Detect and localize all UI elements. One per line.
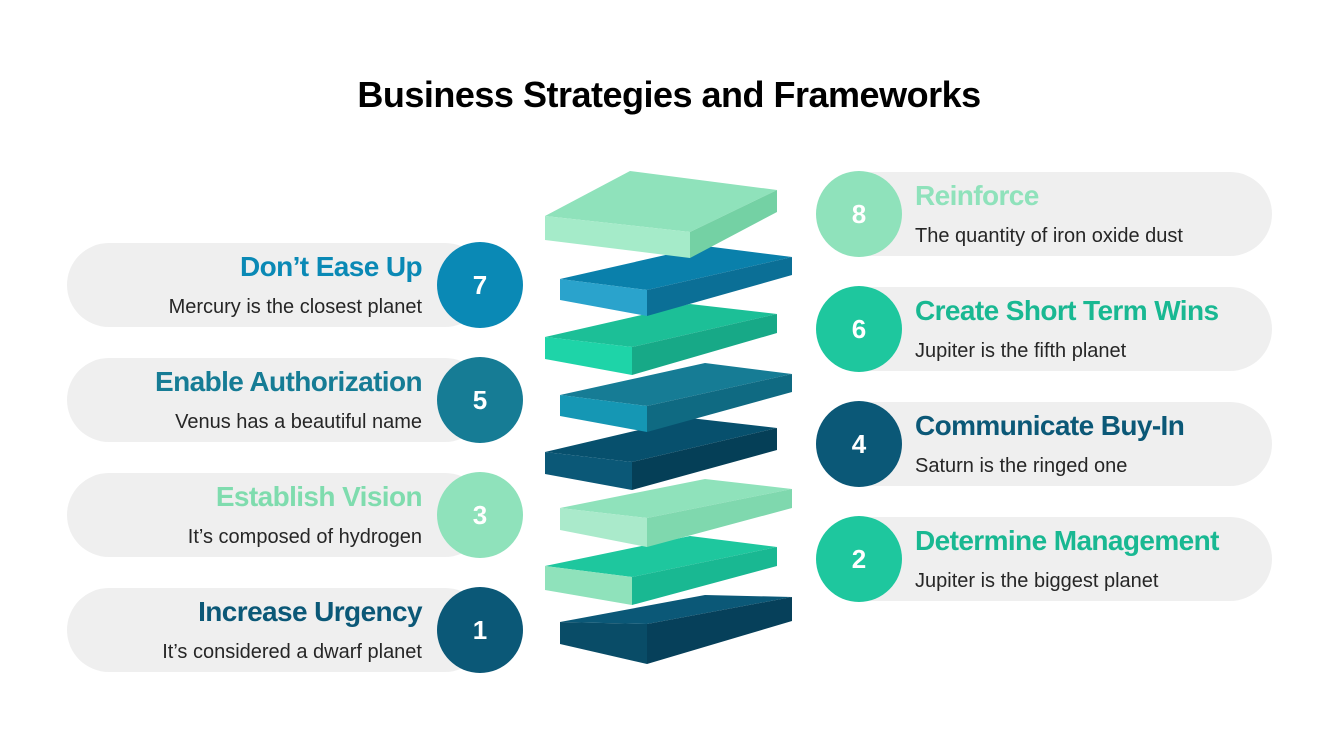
step-7-description: Mercury is the closest planet	[168, 296, 422, 318]
step-3-card: Establish Vision It’s composed of hydrog…	[67, 473, 487, 557]
layer-8-slab	[545, 171, 777, 258]
layer-6-slab	[545, 304, 777, 375]
step-4-heading: Communicate Buy-In	[915, 410, 1185, 441]
step-6-description: Jupiter is the fifth planet	[915, 340, 1127, 362]
layer-2-slab	[545, 536, 777, 605]
step-7-card: Don’t Ease Up Mercury is the closest pla…	[67, 243, 487, 327]
step-7-number-badge: 7	[437, 242, 523, 328]
step-3-number-badge: 3	[437, 472, 523, 558]
step-1-heading: Increase Urgency	[198, 596, 422, 627]
layer-1-slab	[560, 595, 792, 664]
step-1-description: It’s considered a dwarf planet	[162, 641, 422, 663]
step-8-card: Reinforce The quantity of iron oxide dus…	[830, 172, 1272, 256]
step-6-number-badge: 6	[816, 286, 902, 372]
step-3-description: It’s composed of hydrogen	[187, 526, 422, 548]
layer-7-slab	[560, 246, 792, 316]
step-1-card: Increase Urgency It’s considered a dwarf…	[67, 588, 487, 672]
step-4-number-badge: 4	[816, 401, 902, 487]
page-title: Business Strategies and Frameworks	[357, 74, 981, 115]
step-3-heading: Establish Vision	[215, 481, 423, 512]
step-4-description: Saturn is the ringed one	[915, 455, 1128, 477]
step-5-number-badge: 5	[437, 357, 523, 443]
step-8-heading: Reinforce	[915, 180, 1039, 211]
step-8-number-badge: 8	[816, 171, 902, 257]
layer-5-slab	[560, 363, 792, 432]
step-1-number-badge: 1	[437, 587, 523, 673]
step-5-heading: Enable Authorization	[155, 366, 423, 397]
step-2-number-badge: 2	[816, 516, 902, 602]
step-8-description: The quantity of iron oxide dust	[915, 225, 1183, 247]
layer-3-slab	[560, 479, 792, 547]
step-4-card: Communicate Buy-In Saturn is the ringed …	[830, 402, 1272, 486]
step-5-description: Venus has a beautiful name	[175, 411, 422, 433]
step-5-card: Enable Authorization Venus has a beautif…	[67, 358, 487, 442]
step-6-card: Create Short Term Wins Jupiter is the fi…	[830, 287, 1272, 371]
step-2-card: Determine Management Jupiter is the bigg…	[830, 517, 1272, 601]
step-2-heading: Determine Management	[915, 525, 1219, 556]
step-2-description: Jupiter is the biggest planet	[915, 570, 1159, 592]
layer-4-slab	[545, 418, 777, 490]
step-6-heading: Create Short Term Wins	[915, 295, 1219, 326]
step-7-heading: Don’t Ease Up	[239, 251, 423, 282]
